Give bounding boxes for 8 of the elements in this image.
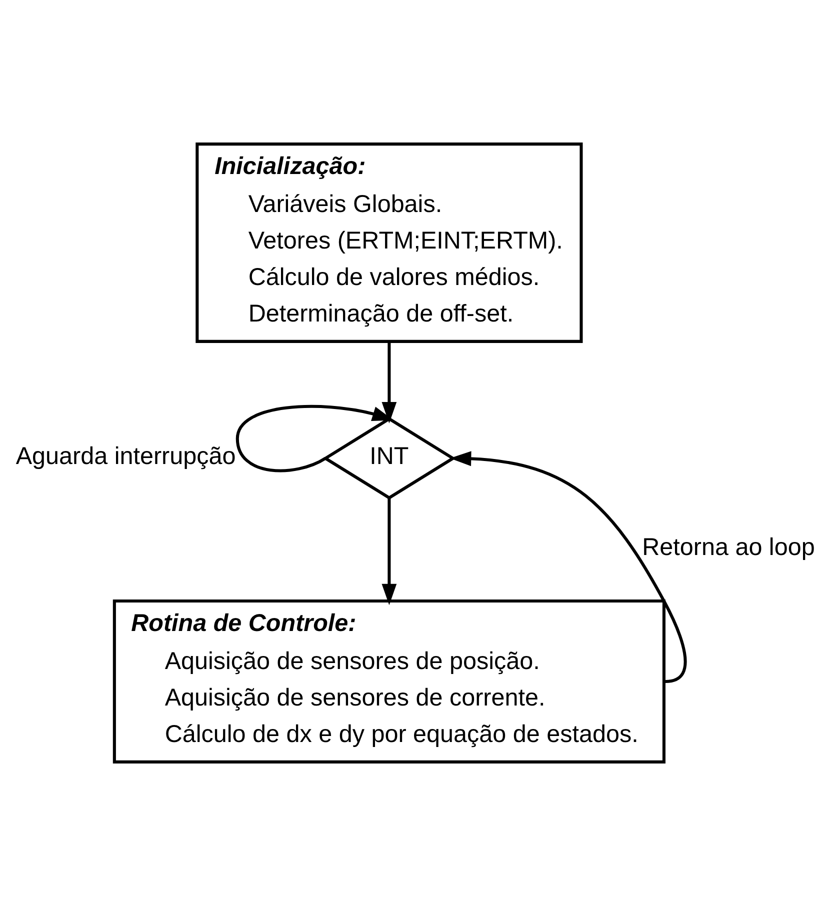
arrow (382, 341, 397, 423)
arrow (236, 404, 394, 472)
edge-label: Aguarda interrupção (16, 442, 236, 470)
node-box: Inicialização: Variáveis Globais. Vetores (ERTM;EINT;ERTM). Cálculo de valores médios. Determinação de off-set. (196, 142, 583, 342)
node-diamond: INT (322, 416, 456, 500)
arrow (382, 498, 397, 605)
node-box: Rotina de Controle: Aquisição de sensores de posição. Aquisição de sensores de corrente. Cálculo de dx e dy por equação de estados. (112, 599, 666, 763)
edge-label: Retorna ao loop (642, 534, 815, 561)
